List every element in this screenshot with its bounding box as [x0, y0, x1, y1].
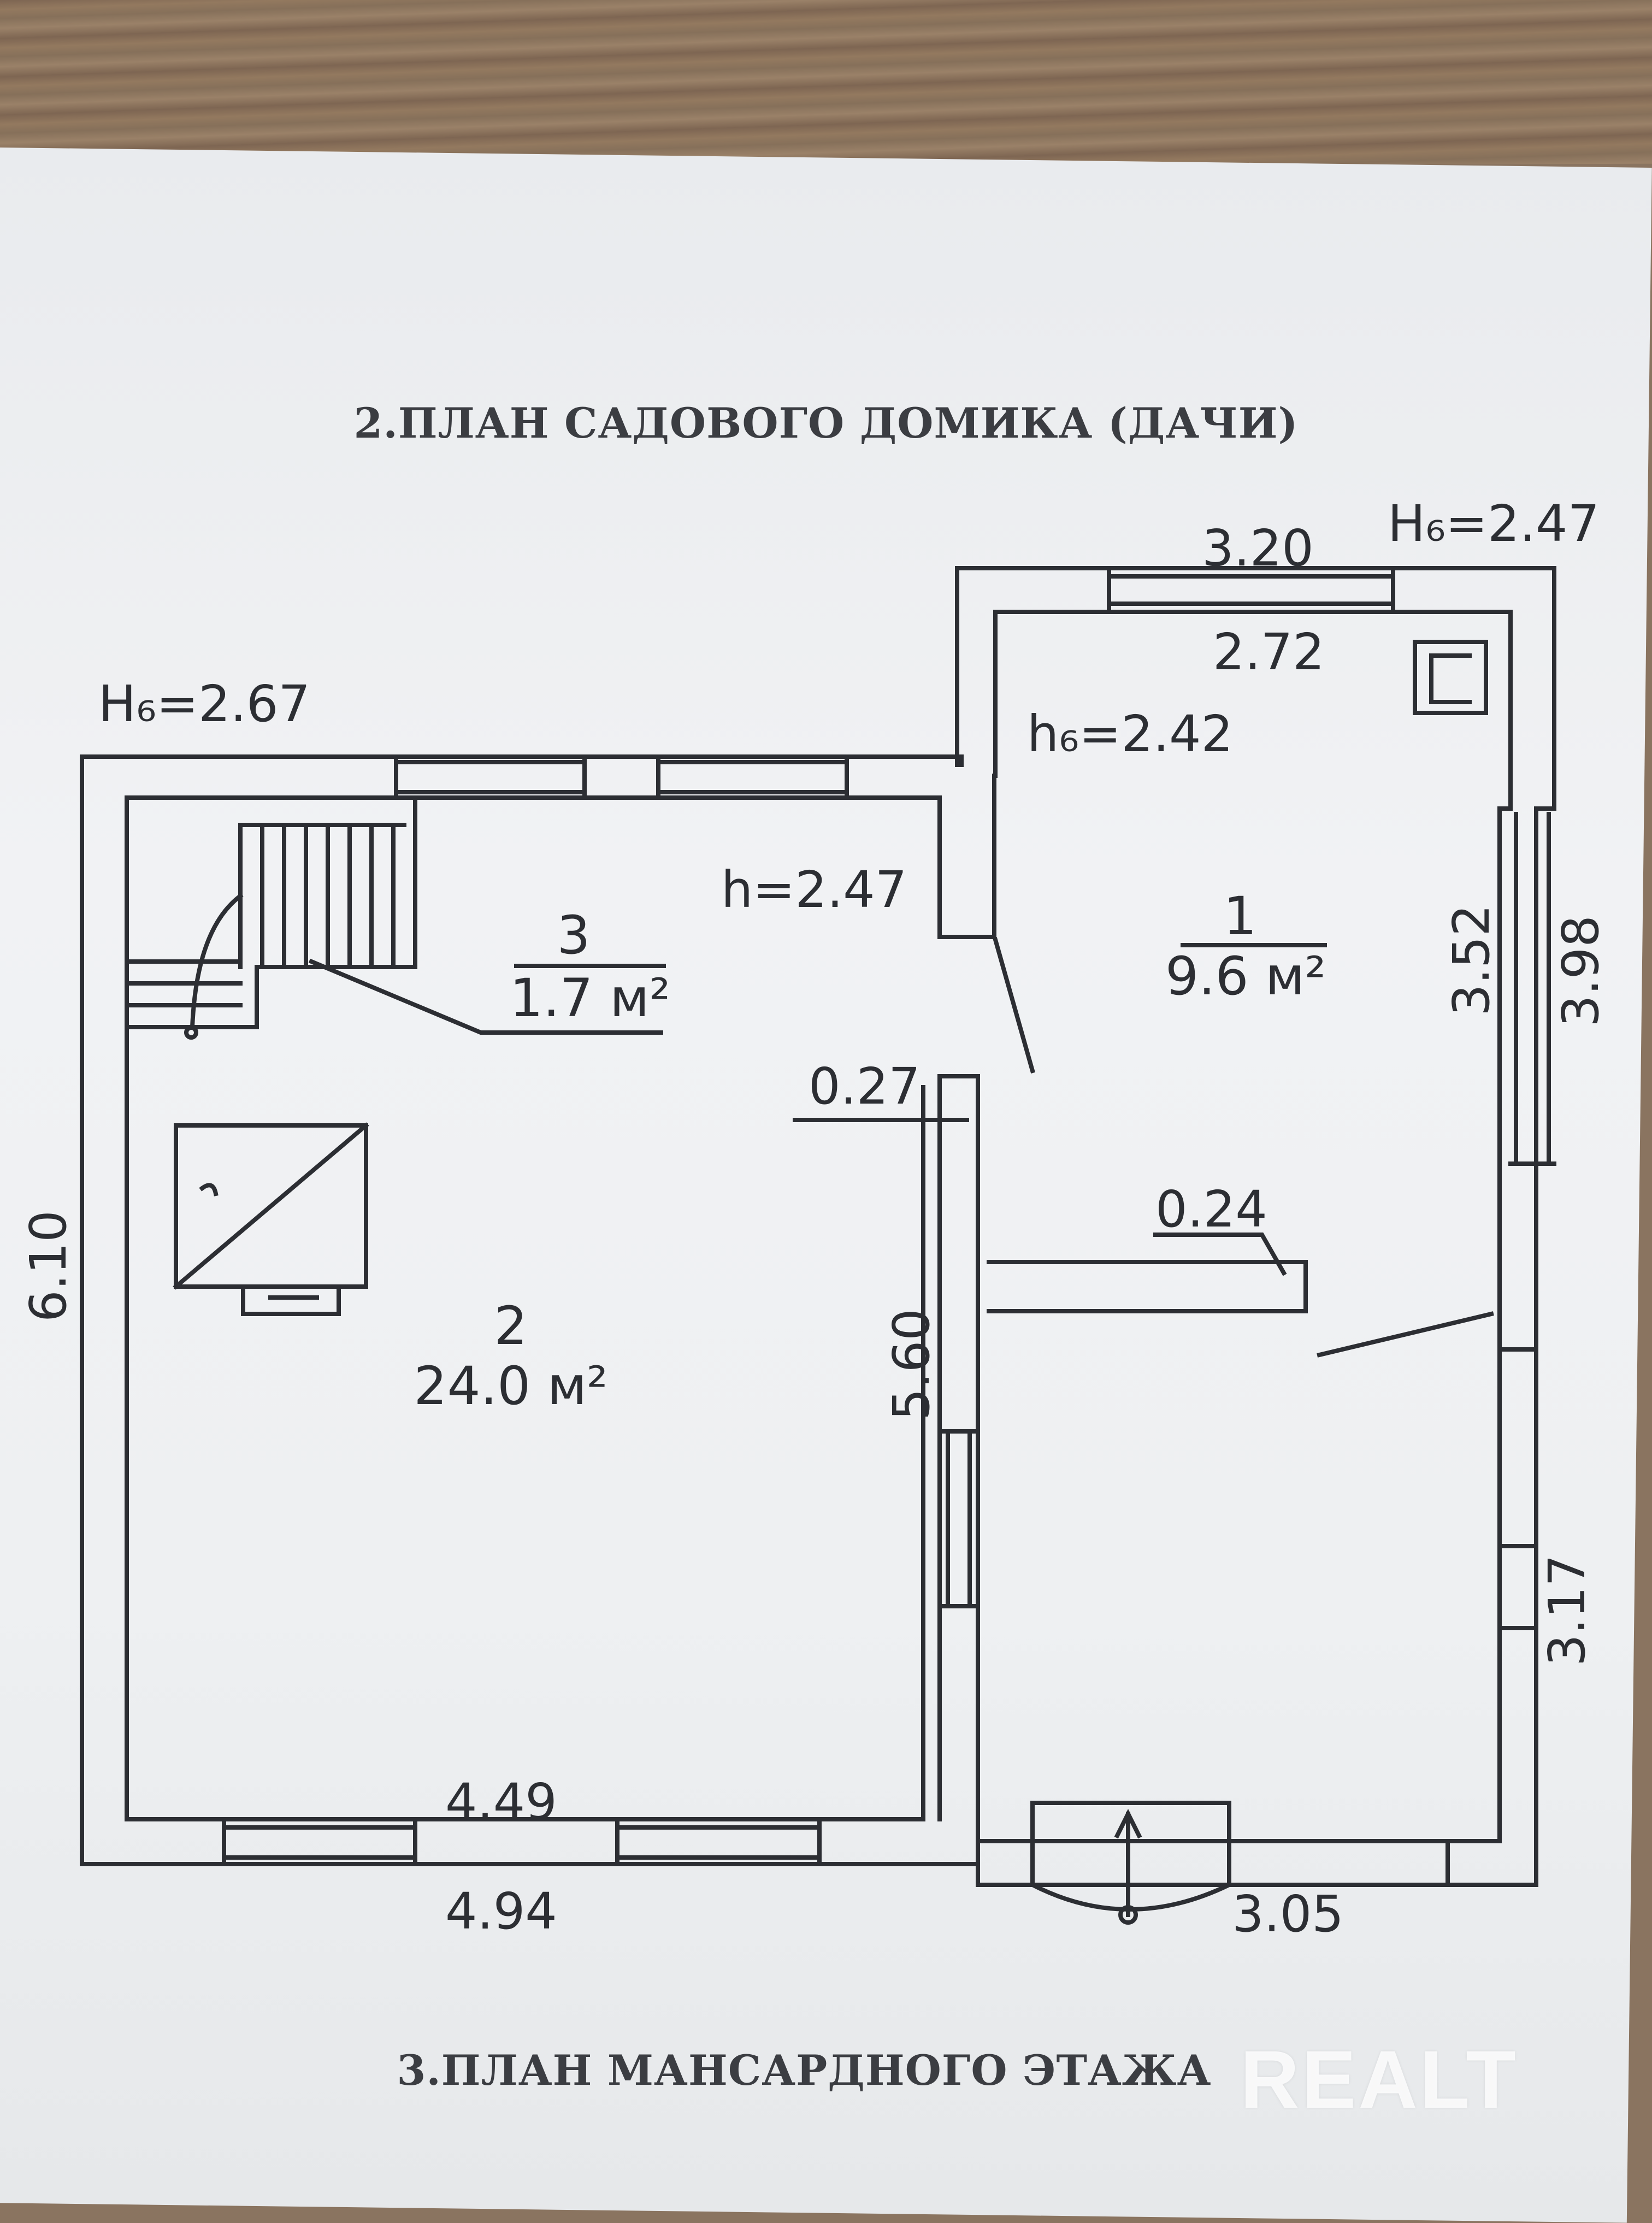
dimension-bottom-right: 3.05	[1232, 1885, 1344, 1943]
left-block-height-label: H₆=2.67	[98, 675, 310, 733]
dimension-wall-thickness-b: 0.24	[1155, 1180, 1267, 1239]
right-block-height-label: H₆=2.47	[1388, 494, 1600, 553]
door-leaf-upper	[993, 937, 1035, 1074]
dimension-top-outer: 3.20	[1202, 519, 1314, 577]
stove	[173, 1122, 369, 1316]
right-block-left-wall	[955, 566, 998, 778]
window-right	[1508, 812, 1556, 1166]
floor-plan-title: 2.ПЛАН САДОВОГО ДОМИКА (ДАЧИ)	[353, 399, 1299, 447]
left-block-outer-wall	[80, 754, 980, 1866]
dimension-right-upper-inner: 3.52	[1442, 904, 1501, 1016]
window-top-left-1	[394, 754, 587, 800]
entrance-marker	[1118, 1905, 1138, 1925]
right-wall-segments	[1446, 1347, 1538, 1887]
room2-ceiling-height-label: h=2.47	[721, 860, 907, 919]
window-top-right	[1107, 566, 1395, 614]
thickness-line-b	[1153, 1233, 1287, 1276]
window-bottom-1	[222, 1817, 417, 1866]
entrance-arrow	[1114, 1809, 1142, 1917]
dimension-middle-wall: 5.60	[882, 1308, 941, 1420]
door-jamb	[937, 774, 996, 939]
staircase	[125, 795, 417, 1030]
room1-partition	[987, 1260, 1308, 1313]
left-block-inner-wall	[125, 795, 942, 1821]
room1-ceiling-height-label: h₆=2.42	[1027, 705, 1233, 763]
room1-area: 9.6 м²	[1165, 946, 1326, 1007]
room1-number: 1	[1223, 886, 1256, 947]
room2-area: 24.0 м²	[414, 1355, 607, 1417]
right-block-outer-wall	[955, 566, 1556, 1887]
room3-number: 3	[557, 905, 590, 966]
middle-partition-wall	[937, 1074, 980, 1866]
dimension-top-inner: 2.72	[1213, 623, 1325, 681]
dimension-wall-thickness-a: 0.27	[809, 1057, 921, 1116]
window-middle	[937, 1429, 980, 1608]
window-top-left-2	[656, 754, 849, 800]
stair-marker	[184, 1025, 198, 1040]
dimension-left-height: 6.10	[19, 1210, 78, 1322]
realt-watermark-logo: REALT	[1240, 2033, 1518, 2125]
wooden-table-background	[0, 0, 1652, 164]
dimension-right-upper-outer: 3.98	[1551, 915, 1610, 1027]
door-leaf-right	[1317, 1311, 1494, 1358]
chimney	[1413, 640, 1488, 715]
attic-plan-title: 3.ПЛАН МАНСАРДНОГО ЭТАЖА	[397, 2046, 1212, 2095]
dimension-right-lower: 3.17	[1538, 1554, 1596, 1666]
stove-arrow	[199, 1183, 219, 1196]
stair-landing-line	[308, 958, 663, 1035]
room3-area: 1.7 м²	[510, 968, 670, 1029]
right-block-inner-wall	[976, 610, 1513, 1843]
dimension-bottom-outer: 4.94	[445, 1882, 557, 1941]
window-bottom-2	[615, 1817, 822, 1866]
room2-number: 2	[494, 1295, 527, 1357]
dimension-bottom-inner: 4.49	[445, 1773, 557, 1831]
